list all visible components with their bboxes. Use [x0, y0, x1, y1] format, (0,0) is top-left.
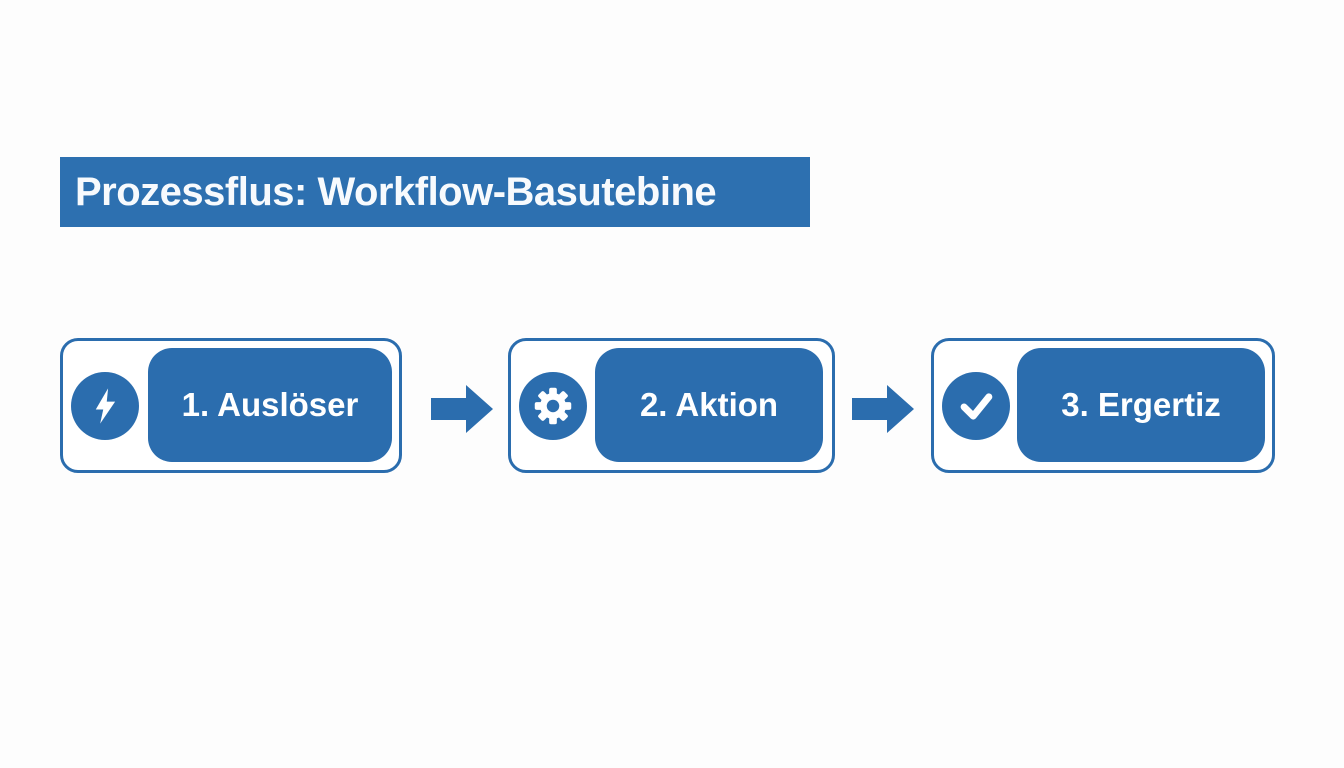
step-label-pill: 3. Ergertiz	[1017, 348, 1265, 462]
step-box-trigger: 1. Auslöser	[60, 338, 402, 473]
step-label: 2. Aktion	[639, 386, 779, 423]
lightning-bolt-icon	[83, 384, 127, 428]
step-label-pill: 1. Auslöser	[148, 348, 392, 462]
step-icon-circle	[519, 372, 587, 440]
step-label: 1. Auslöser	[181, 386, 359, 423]
title-banner: Prozessflus: Workflow-Basutebine	[60, 157, 810, 227]
page-title: Prozessflus: Workflow-Basutebine	[75, 169, 717, 214]
arrow-right-icon	[431, 383, 493, 435]
arrow-right-icon	[852, 383, 914, 435]
step-box-result: 3. Ergertiz	[931, 338, 1275, 473]
gear-icon	[529, 382, 577, 430]
checkmark-icon	[953, 383, 999, 429]
step-box-action: 2. Aktion	[508, 338, 835, 473]
step-icon-circle	[942, 372, 1010, 440]
step-label-pill: 2. Aktion	[595, 348, 823, 462]
step-label: 3. Ergertiz	[1061, 386, 1221, 423]
step-icon-circle	[71, 372, 139, 440]
